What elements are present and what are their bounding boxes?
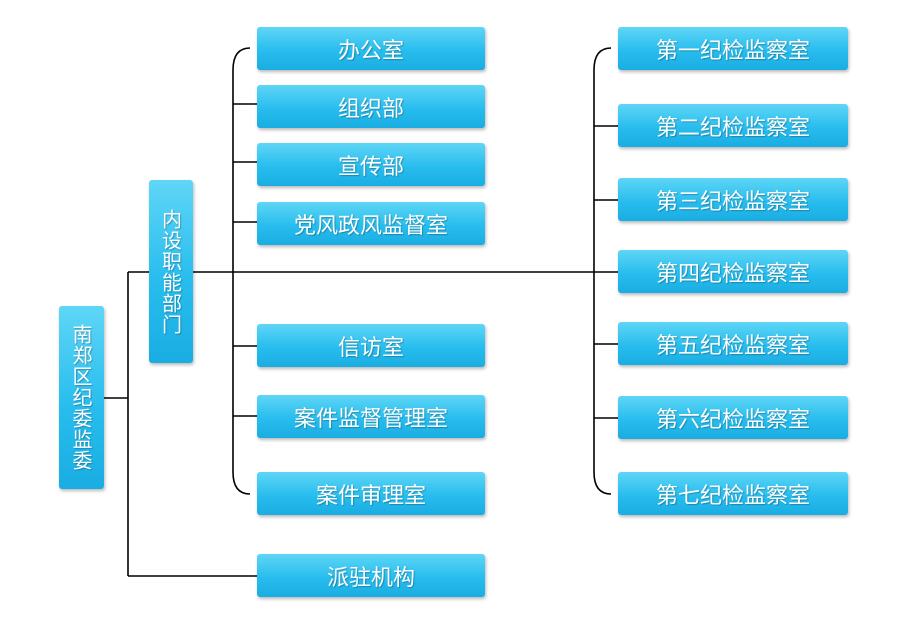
stationed-agencies-label: 派驻机构 (326, 565, 415, 591)
department-organization: 组织部 (257, 85, 485, 128)
inspection-office-2: 第二纪检监察室 (618, 104, 848, 147)
department-publicity: 宣传部 (257, 143, 485, 186)
inspection-office-label: 第七纪检监察室 (655, 483, 810, 509)
inspection-office-label: 第一纪检监察室 (655, 38, 810, 64)
department-style-supervision: 党风政风监督室 (257, 202, 485, 245)
inspection-office-5: 第五纪检监察室 (618, 322, 848, 365)
department-petition: 信访室 (257, 324, 485, 367)
inspection-office-label: 第六纪检监察室 (655, 407, 810, 433)
inspection-office-1: 第一纪检监察室 (618, 27, 848, 70)
department-label: 办公室 (337, 38, 404, 64)
department-case-supervision: 案件监督管理室 (257, 395, 485, 438)
root-node-label: 南郑区纪委监委 (69, 324, 93, 471)
department-label: 党风政风监督室 (293, 213, 448, 239)
stationed-agencies: 派驻机构 (257, 554, 485, 597)
department-label: 信访室 (337, 335, 404, 361)
inspection-office-6: 第六纪检监察室 (618, 396, 848, 439)
department-label: 案件审理室 (315, 483, 426, 509)
internal-departments-node: 内设职能部门 (149, 180, 193, 363)
inspection-office-7: 第七纪检监察室 (618, 472, 848, 515)
inspection-office-label: 第二纪检监察室 (655, 115, 810, 141)
inspection-office-label: 第三纪检监察室 (655, 189, 810, 215)
inspection-office-label: 第四纪检监察室 (655, 261, 810, 287)
inspection-office-4: 第四纪检监察室 (618, 250, 848, 293)
department-label: 宣传部 (337, 154, 404, 180)
internal-departments-label: 内设职能部门 (158, 208, 183, 335)
right-bracket (593, 47, 612, 495)
left-bracket (232, 47, 251, 495)
root-node: 南郑区纪委监委 (59, 306, 104, 489)
department-office: 办公室 (257, 27, 485, 70)
department-case-review: 案件审理室 (257, 472, 485, 515)
department-label: 案件监督管理室 (293, 406, 448, 432)
inspection-office-label: 第五纪检监察室 (655, 333, 810, 359)
inspection-office-3: 第三纪检监察室 (618, 178, 848, 221)
department-label: 组织部 (337, 96, 404, 122)
